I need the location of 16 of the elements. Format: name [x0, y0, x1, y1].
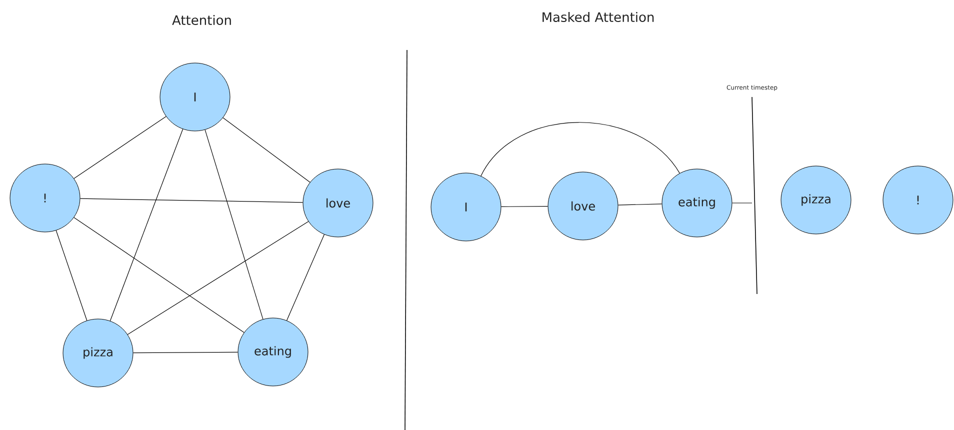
connector-line: [56, 230, 88, 321]
connector-line: [110, 128, 184, 322]
connector-line: [286, 234, 325, 321]
connector-line: [618, 204, 662, 206]
heading: Masked Attention: [542, 12, 654, 22]
heading: Attention: [172, 14, 231, 26]
connector-line: [480, 122, 680, 176]
connector-line: [222, 117, 310, 183]
connector-line: [500, 206, 548, 207]
connector-line: [74, 217, 244, 333]
connector-line: [80, 198, 304, 203]
connector-line: [74, 116, 166, 179]
connector-line: [132, 352, 238, 354]
connector-line: [732, 202, 752, 204]
connector-line: [127, 221, 309, 335]
connector-line: [204, 130, 264, 320]
